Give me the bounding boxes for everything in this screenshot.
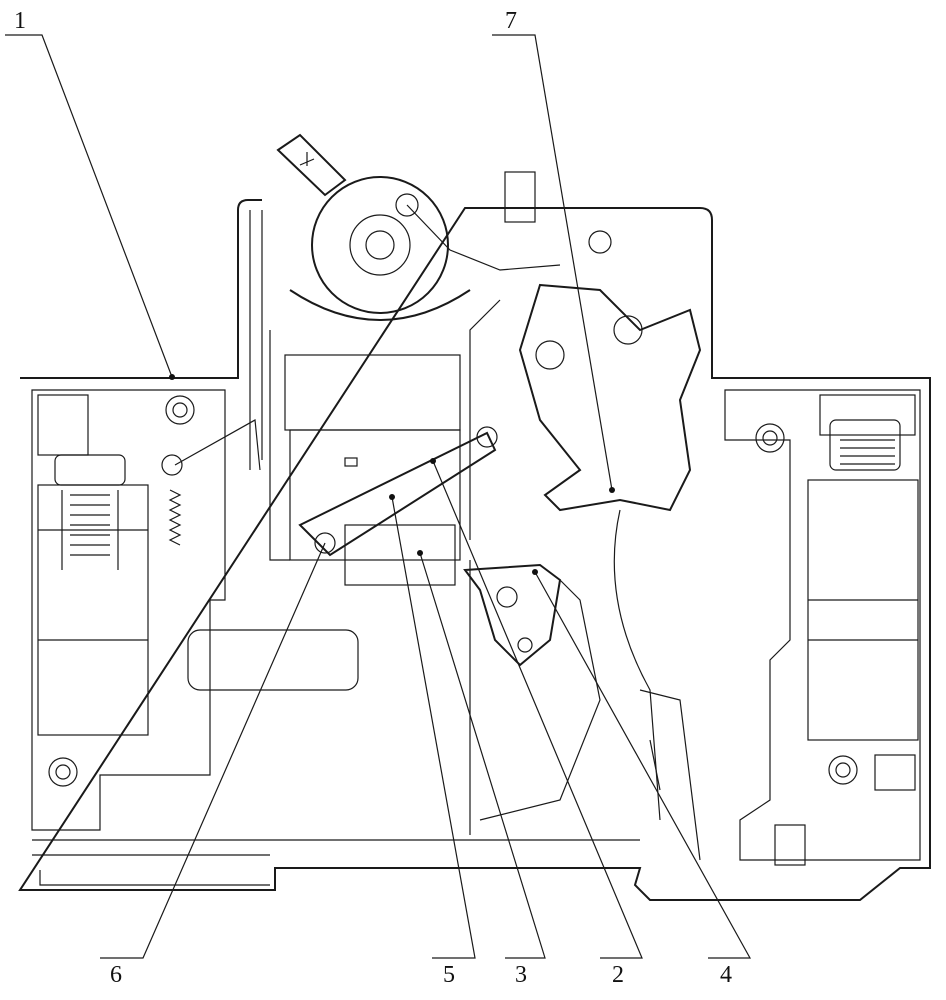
label-4: 4 <box>720 962 732 988</box>
leader-lines <box>5 35 750 958</box>
handle-knob <box>278 135 560 320</box>
label-2: 2 <box>612 962 624 988</box>
label-7: 7 <box>505 8 517 34</box>
housing-inner <box>32 390 920 860</box>
left-terminal <box>38 395 194 786</box>
label-6: 6 <box>110 962 122 988</box>
right-terminal <box>756 395 918 865</box>
base-strip <box>32 840 640 885</box>
coil <box>162 355 460 690</box>
label-1: 1 <box>14 8 26 34</box>
label-5: 5 <box>443 962 455 988</box>
linkage <box>300 427 497 585</box>
bimetal-strip <box>250 210 290 560</box>
housing-outline <box>20 200 930 900</box>
label-3: 3 <box>515 962 527 988</box>
